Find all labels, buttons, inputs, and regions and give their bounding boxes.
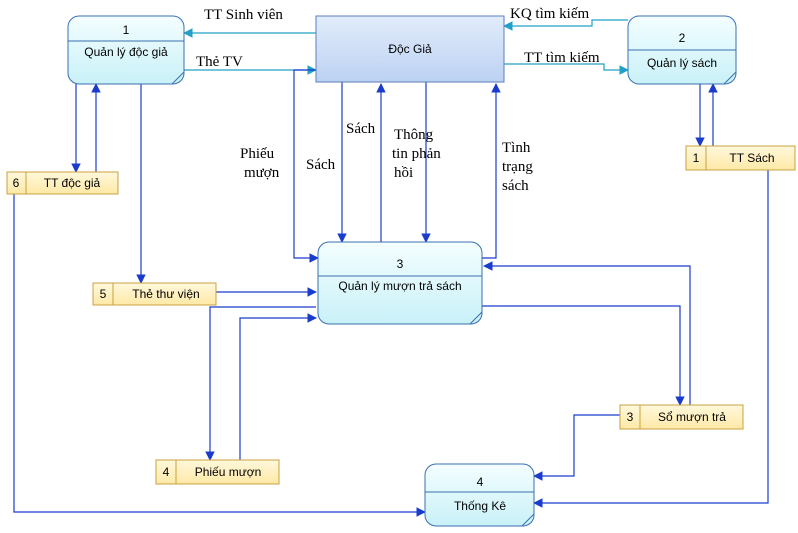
store-the-thu-vien[interactable]: 5 Thẻ thư viện <box>92 282 217 306</box>
flow-ttdocgia-to-thongke <box>13 194 426 517</box>
label-tinh-trang-sach-2: trạng <box>502 159 533 175</box>
label-phieu-muon-2: mượn <box>244 165 280 181</box>
flow-ttsach-to-thongke <box>533 170 769 508</box>
store-1-name: TT Sách <box>729 151 774 165</box>
label-thong-tin-phan-hoi-3: hồi <box>394 165 413 181</box>
flow-somuontra-to-thongke <box>533 414 620 481</box>
store-tt-sach[interactable]: 1 TT Sách <box>685 145 796 171</box>
process-4-name: Thống Kê <box>454 499 506 513</box>
store-so-muon-tra[interactable]: 3 Sổ mượn trả <box>619 404 744 430</box>
flow-tinh-trang-sach <box>482 83 501 259</box>
label-sach-down: Sách <box>306 157 336 173</box>
label-kq-tim-kiem: KQ tìm kiếm <box>510 6 589 22</box>
entity-doc-gia-label: Độc Giả <box>388 42 432 56</box>
flow-phieu-muon <box>293 69 319 263</box>
store-5-name: Thẻ thư viện <box>132 287 199 301</box>
label-tt-sinh-vien: TT Sinh viên <box>204 7 283 23</box>
flow-tt-tim-kiem <box>504 63 629 75</box>
store-4-id: 4 <box>163 465 170 479</box>
label-the-tv: Thẻ TV <box>196 54 243 70</box>
process-3-name: Quản lý mượn trả sách <box>338 279 461 293</box>
store-phieu-muon[interactable]: 4 Phiếu mượn <box>155 459 280 485</box>
process-quan-ly-sach[interactable]: 2 Quản lý sách <box>627 15 737 85</box>
process-2-name: Quản lý sách <box>647 56 717 70</box>
store-5-id: 5 <box>100 287 107 301</box>
label-tinh-trang-sach-1: Tình <box>502 140 531 156</box>
entity-doc-gia[interactable]: Độc Giả <box>315 15 505 83</box>
store-tt-doc-gia[interactable]: 6 TT độc giả <box>6 171 119 195</box>
process-3-number: 3 <box>397 257 404 271</box>
process-quan-ly-muon-tra-sach[interactable]: 3 Quản lý mượn trả sách <box>317 241 483 325</box>
store-6-id: 6 <box>13 176 20 190</box>
flow-phieumuon-to-p3 <box>239 313 317 460</box>
label-phieu-muon-1: Phiếu <box>240 146 275 162</box>
store-1-id: 1 <box>693 151 700 165</box>
label-thong-tin-phan-hoi-2: tin phản <box>392 146 441 162</box>
process-1-name: Quản lý độc giả <box>84 45 168 59</box>
flow-somuontra-to-p3 <box>483 261 691 405</box>
label-tinh-trang-sach-3: sách <box>502 178 529 194</box>
store-4-name: Phiếu mượn <box>195 465 262 479</box>
label-sach-up: Sách <box>346 121 376 137</box>
label-tt-tim-kiem: TT tìm kiếm <box>524 50 600 66</box>
process-thong-ke[interactable]: 4 Thống Kê <box>424 463 535 527</box>
flow-p3-to-phieumuon <box>205 306 316 461</box>
process-1-number: 1 <box>123 23 130 37</box>
process-4-number: 4 <box>477 475 484 489</box>
store-3-name: Sổ mượn trả <box>658 410 726 424</box>
process-quan-ly-doc-gia[interactable]: 1 Quản lý độc giả <box>67 15 185 85</box>
process-2-number: 2 <box>679 31 686 45</box>
flow-kq-tim-kiem <box>503 19 628 31</box>
label-thong-tin-phan-hoi-1: Thông <box>394 127 434 143</box>
store-3-id: 3 <box>627 410 634 424</box>
store-6-name: TT độc giả <box>44 176 101 190</box>
flow-p3-to-somuontra <box>482 305 685 406</box>
